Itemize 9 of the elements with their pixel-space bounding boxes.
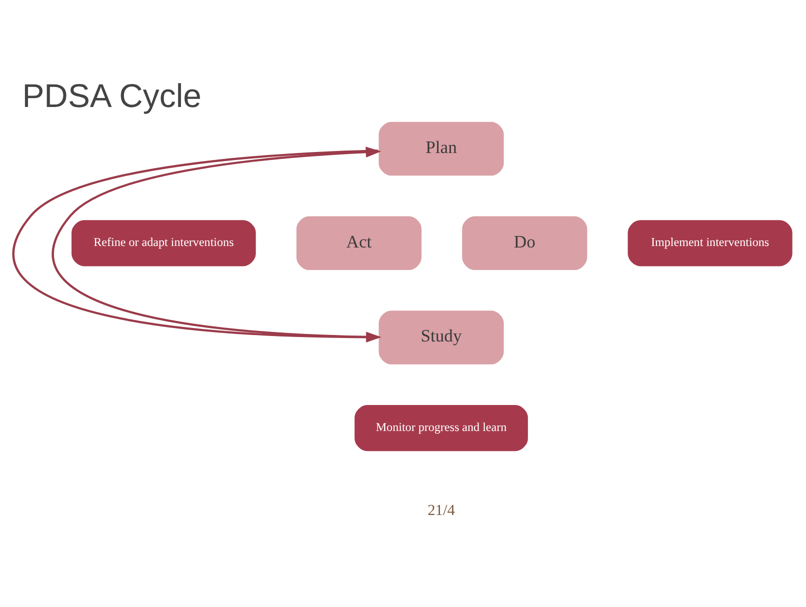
node-box: Plan bbox=[378, 120, 505, 177]
node-box: Do bbox=[461, 215, 588, 272]
label: 21/4 bbox=[428, 502, 455, 519]
node-box: Implement interventions bbox=[626, 219, 794, 268]
node-box: Refine or adapt interventions bbox=[70, 219, 257, 268]
node-box: Monitor progress and learn bbox=[353, 404, 530, 452]
node-box: Study bbox=[378, 310, 505, 366]
diagram-title: PDSA Cycle bbox=[22, 77, 202, 114]
node-box: Act bbox=[295, 215, 423, 272]
